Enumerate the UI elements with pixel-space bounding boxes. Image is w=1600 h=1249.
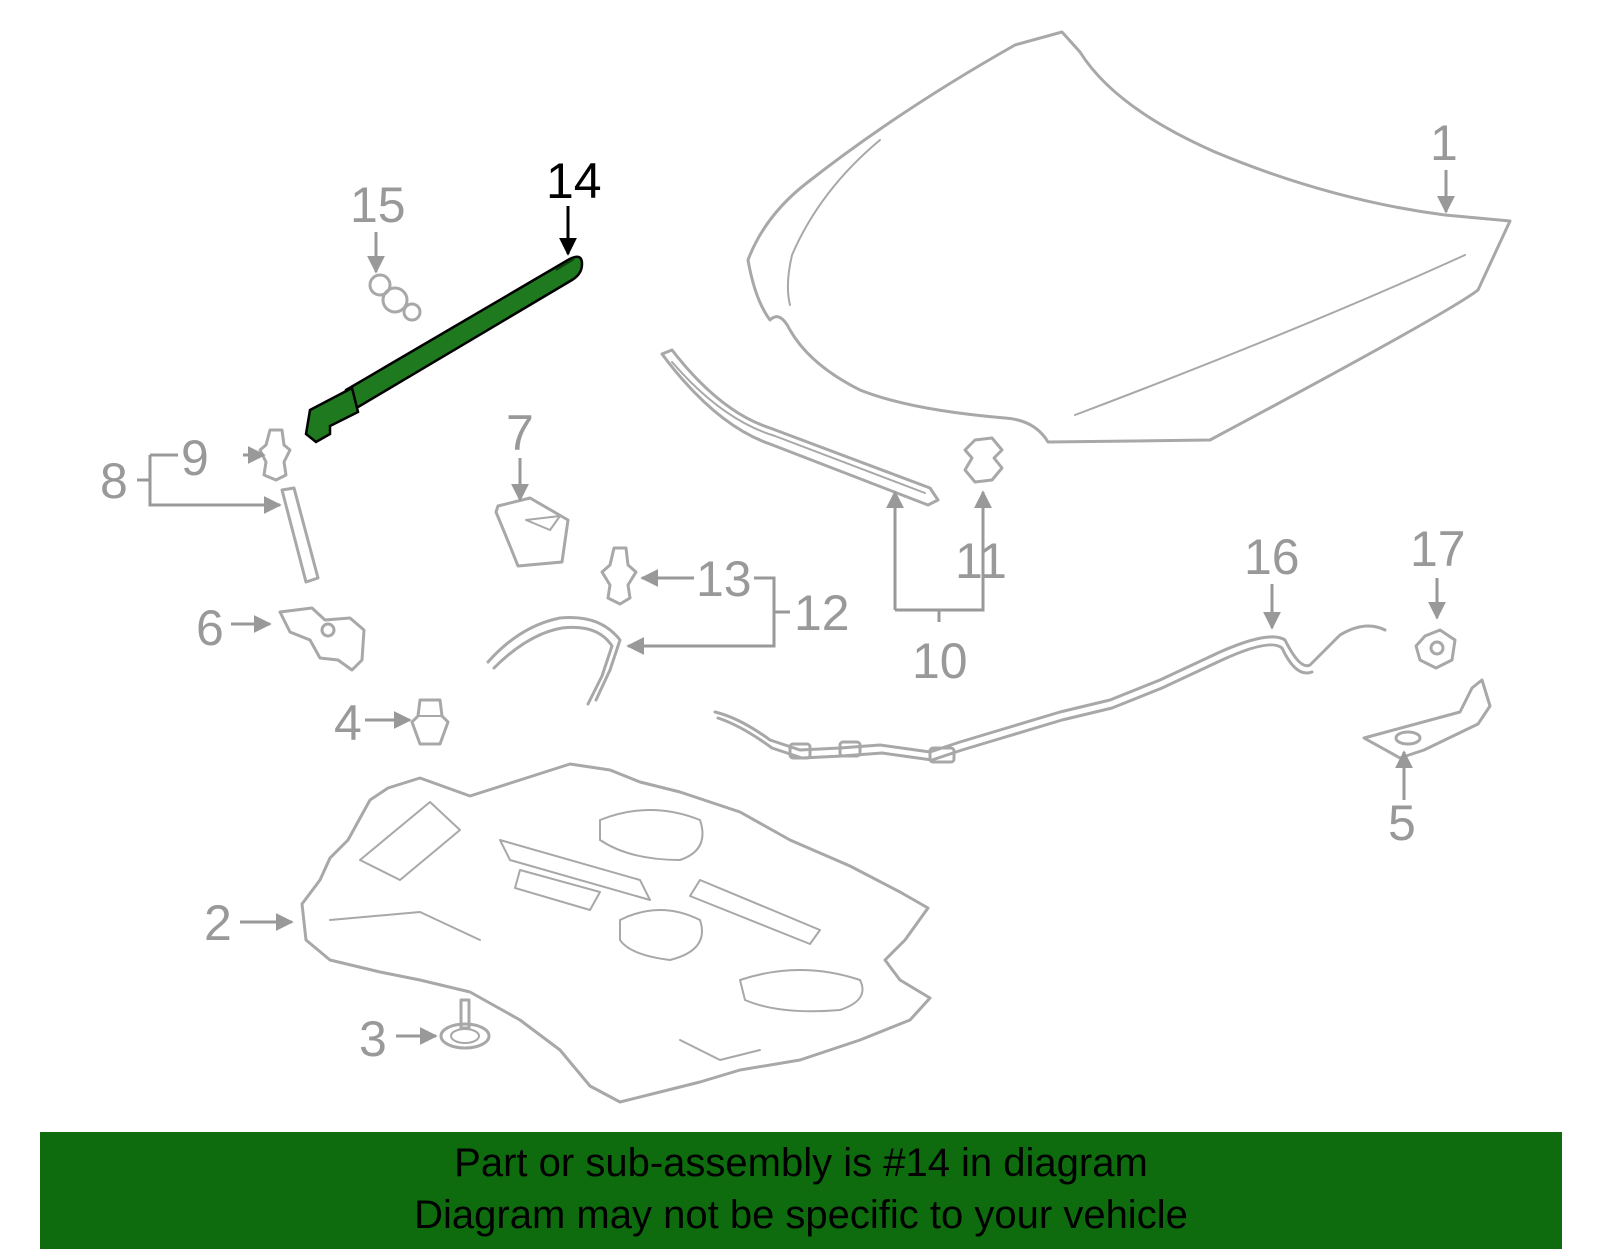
seal-part	[280, 486, 320, 584]
callout-10: 10	[912, 633, 968, 689]
callout-9: 9	[181, 430, 209, 486]
notice-line-2: Diagram may not be specific to your vehi…	[414, 1193, 1188, 1237]
notice-banner: Part or sub-assembly is #14 in diagram D…	[40, 1132, 1562, 1249]
callout-3: 3	[359, 1011, 387, 1067]
insulator-part	[300, 762, 932, 1104]
callout-14: 14	[546, 153, 602, 209]
clip-part-13	[600, 546, 638, 606]
lift-support-part	[304, 255, 584, 444]
prop-rod-part	[486, 615, 622, 706]
release-cable-part	[713, 624, 1387, 764]
push-pin-part	[439, 998, 491, 1050]
callout-5: 5	[1388, 795, 1416, 851]
callout-11: 11	[955, 533, 1007, 589]
callout-7: 7	[506, 405, 534, 461]
clip-part-9	[258, 428, 292, 482]
callout-8: 8	[100, 453, 128, 509]
grommet-part	[410, 698, 450, 746]
bracket-part-7	[494, 496, 570, 568]
bolt-part	[368, 273, 422, 322]
callout-6: 6	[196, 600, 224, 656]
callout-4: 4	[334, 695, 362, 751]
release-handle-part	[1362, 678, 1492, 760]
retainer-part	[1414, 628, 1457, 670]
notice-line-1: Part or sub-assembly is #14 in diagram	[454, 1141, 1148, 1185]
leader-lines	[137, 170, 1455, 1045]
callout-12: 12	[794, 585, 850, 641]
callout-1: 1	[1430, 115, 1458, 171]
callout-2: 2	[204, 895, 232, 951]
callout-16: 16	[1244, 529, 1300, 585]
weatherstrip-part	[660, 348, 940, 507]
callout-13: 13	[696, 551, 752, 607]
hood-part	[746, 30, 1512, 444]
callout-15: 15	[350, 177, 406, 233]
callout-17: 17	[1410, 521, 1466, 577]
callout-labels: 1 14 15 9 8 7 6 13 12 4 11 10 16 17 5 2 …	[100, 115, 1466, 1067]
latch-part	[278, 606, 366, 672]
bumper-stop-part	[963, 436, 1004, 484]
